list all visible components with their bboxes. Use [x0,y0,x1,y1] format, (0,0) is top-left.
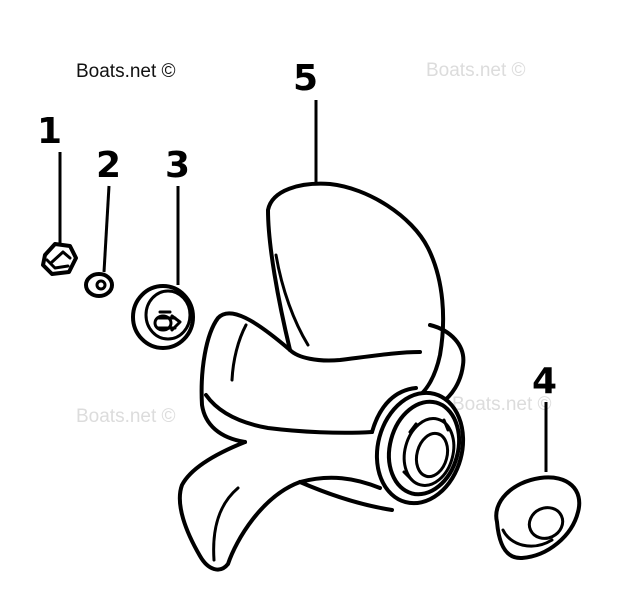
hex-nut-part-1 [41,242,78,276]
callout-5: 5 [293,58,318,99]
leader-line-2 [102,185,111,273]
propeller-part-5 [177,181,466,572]
callout-1: 1 [37,111,62,152]
watermark-top-left: Boats.net © [76,61,176,82]
watermark-mid-left: Boats.net © [76,406,176,427]
callout-4: 4 [532,361,557,402]
watermark-mid-right: Boats.net © [452,394,552,415]
spacer-part-3 [131,284,195,350]
watermark-top-right: Boats.net © [426,60,526,81]
callout-2: 2 [96,145,121,186]
washer-part-2 [84,272,114,298]
thrust-washer-part-4 [494,475,582,560]
callout-3: 3 [165,145,190,186]
